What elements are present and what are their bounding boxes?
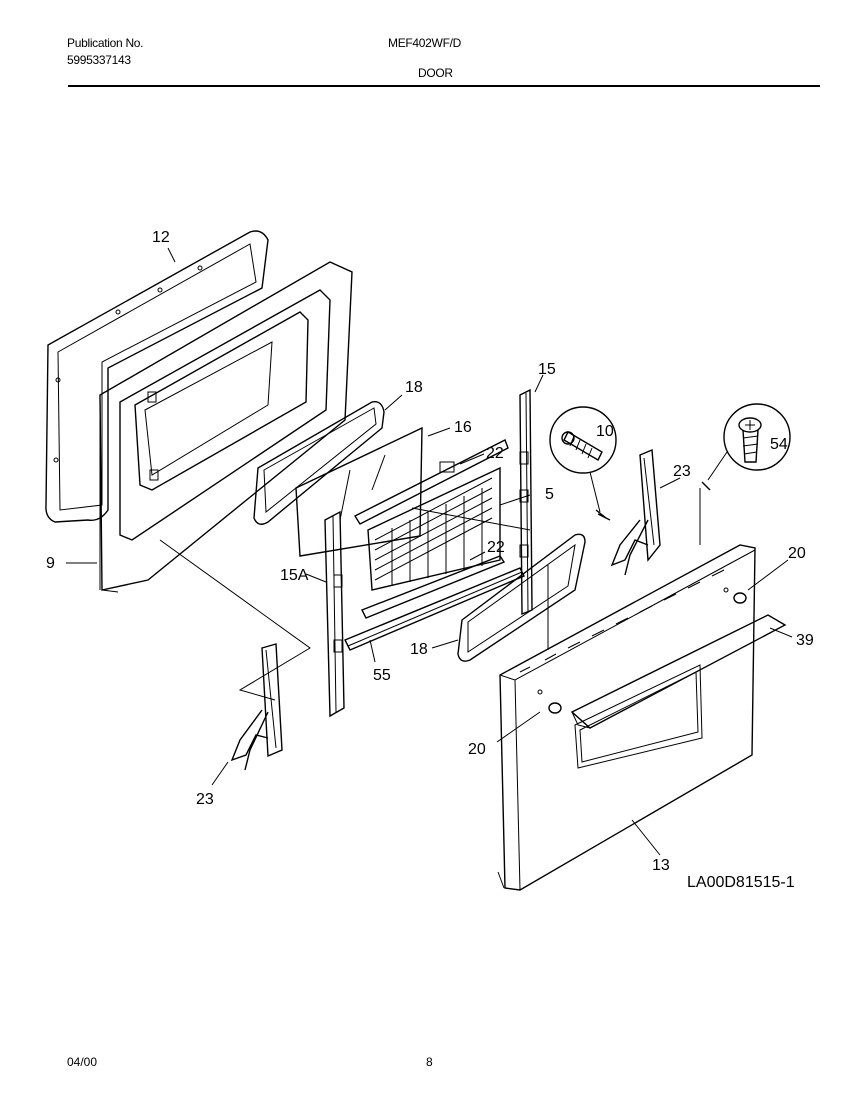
callout-16: 16 <box>454 419 472 436</box>
page-number: 8 <box>426 1055 433 1069</box>
callout-39: 39 <box>796 632 814 649</box>
leader-lines <box>66 247 793 856</box>
callout-23-left: 23 <box>196 791 214 808</box>
part-15a-left-channel <box>324 510 345 718</box>
header-rule <box>68 85 820 87</box>
callout-55: 55 <box>373 667 391 684</box>
part-12-door-liner <box>45 230 269 523</box>
callout-22-lower: 22 <box>487 539 505 556</box>
callout-22-upper: 22 <box>486 445 504 462</box>
model-number: MEF402WF/D <box>388 36 462 50</box>
callout-15a: 15A <box>280 567 309 584</box>
section-title: DOOR <box>418 66 453 80</box>
callout-10: 10 <box>596 423 614 440</box>
part-23-left-hinge <box>230 643 283 771</box>
callout-23-right: 23 <box>673 463 691 480</box>
part-55-bottom-channel <box>344 567 525 651</box>
part-22-lower-bracket <box>361 555 506 619</box>
part-5-insulation-panel <box>367 466 501 591</box>
callout-9: 9 <box>46 555 55 572</box>
callout-15: 15 <box>538 361 556 378</box>
publication-number: 5995337143 <box>67 53 131 67</box>
part-39-handle <box>570 614 787 729</box>
publication-label: Publication No. <box>67 36 144 50</box>
callout-18-lower: 18 <box>410 641 428 658</box>
part-9-inner-door-panel <box>99 261 353 593</box>
callout-5: 5 <box>545 486 554 503</box>
part-20-handle-screws <box>537 587 747 714</box>
part-54-screw-detail <box>701 403 791 491</box>
part-13-outer-door <box>497 544 756 891</box>
part-22-upper-bracket <box>354 439 509 525</box>
figure-reference-id: LA00D81515-1 <box>687 874 795 891</box>
part-23-right-hinge <box>610 448 661 576</box>
callout-20-left: 20 <box>468 741 486 758</box>
callout-13: 13 <box>652 857 670 874</box>
callout-54: 54 <box>770 436 788 453</box>
callout-18-upper: 18 <box>405 379 423 396</box>
callout-12: 12 <box>152 229 170 246</box>
part-18-lower-seal <box>457 533 586 662</box>
part-10-screw-detail <box>549 406 617 521</box>
callout-20-right: 20 <box>788 545 806 562</box>
part-18-upper-seal <box>253 401 385 525</box>
footer-date: 04/00 <box>67 1055 98 1069</box>
